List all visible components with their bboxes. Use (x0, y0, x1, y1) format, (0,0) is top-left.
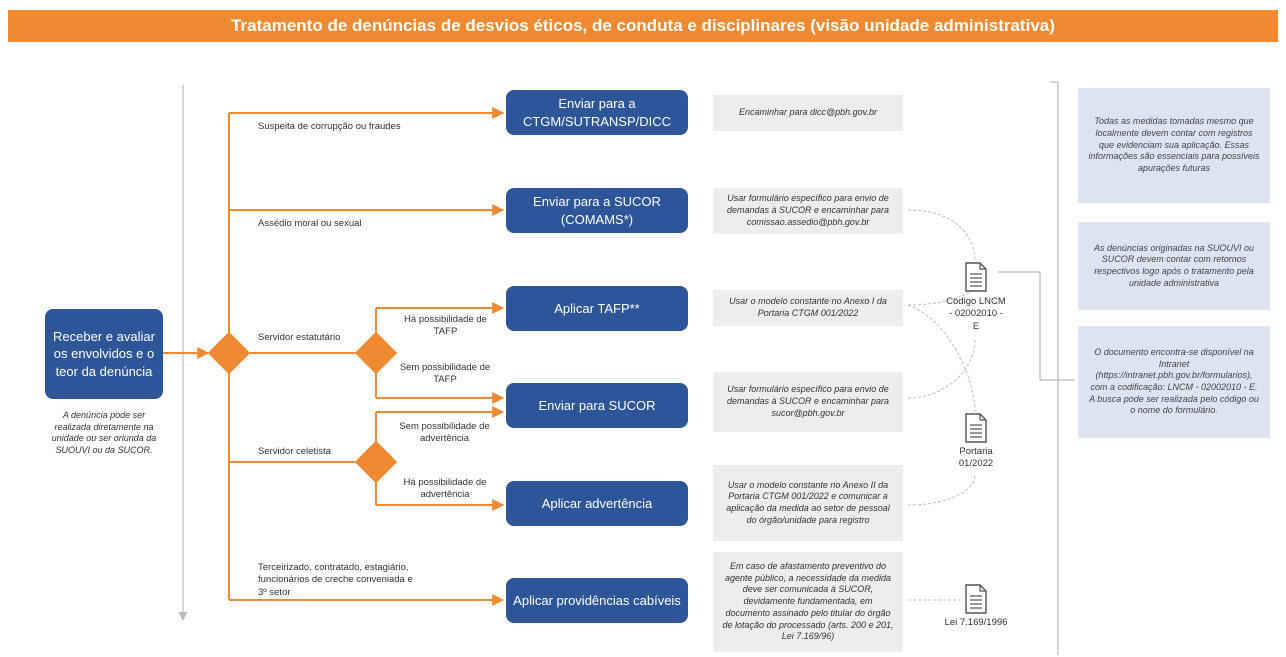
side-note-retornos: As denúncias originadas na SUOUVI ou SUC… (1078, 222, 1270, 310)
document-icon (964, 262, 988, 297)
action-providencias: Aplicar providências cabíveis (506, 578, 688, 623)
note-tafp: Usar o modelo constante no Anexo I da Po… (713, 290, 903, 326)
sub-branch-ha-adv: Há possibilidade de advertência (403, 477, 487, 501)
document-label-lei: Lei 7.169/1996 (944, 617, 1008, 628)
start-box: Receber e avaliar os envolvidos e o teor… (45, 309, 163, 399)
sub-branch-sem-adv: Sem possibilidade de advertência (399, 421, 490, 445)
branch-celetista: Servidor celetista (258, 446, 331, 457)
branch-terceirizado: Terceirizado, contratado, estagiário, fu… (258, 562, 413, 598)
action-advertencia: Aplicar advertência (506, 481, 688, 526)
side-note-intranet: O documento encontra-se disponível na In… (1078, 326, 1270, 438)
action-sucor: Enviar para SUCOR (506, 383, 688, 428)
action-tafp: Aplicar TAFP** (506, 286, 688, 331)
note-advertencia: Usar o modelo constante no Anexo II da P… (713, 465, 903, 541)
document-label-codigo: Código LNCM - 02002010 - E (946, 296, 1006, 332)
sub-branch-ha-tafp: Há possibilidade de TAFP (404, 314, 487, 338)
start-note: A denúncia pode ser realizada diretament… (51, 410, 157, 456)
page-title: Tratamento de denúncias de desvios ético… (8, 10, 1278, 42)
side-note-registros: Todas as medidas tomadas mesmo que local… (1078, 88, 1270, 203)
document-icon (964, 584, 988, 619)
document-label-portaria: Portaria 01/2022 (958, 446, 994, 470)
note-sucor: Usar formulário específico para envio de… (713, 372, 903, 432)
action-sucor-comams: Enviar para a SUCOR (COMAMS*) (506, 188, 688, 233)
branch-estatutario: Servidor estatutário (258, 332, 341, 343)
document-icon (964, 413, 988, 448)
note-sucor-comams: Usar formulário específico para envio de… (713, 188, 903, 234)
action-ctgm: Enviar para a CTGM/SUTRANSP/DICC (506, 90, 688, 135)
note-providencias: Em caso de afastamento preventivo do age… (713, 552, 903, 652)
branch-assedio: Assédio moral ou sexual (258, 218, 362, 229)
note-ctgm: Encaminhar para dicc@pbh.gov.br (713, 95, 903, 131)
sub-branch-sem-tafp: Sem possibilidade de TAFP (399, 362, 491, 386)
branch-corrupcao: Suspeita de corrupção ou fraudes (258, 121, 401, 132)
